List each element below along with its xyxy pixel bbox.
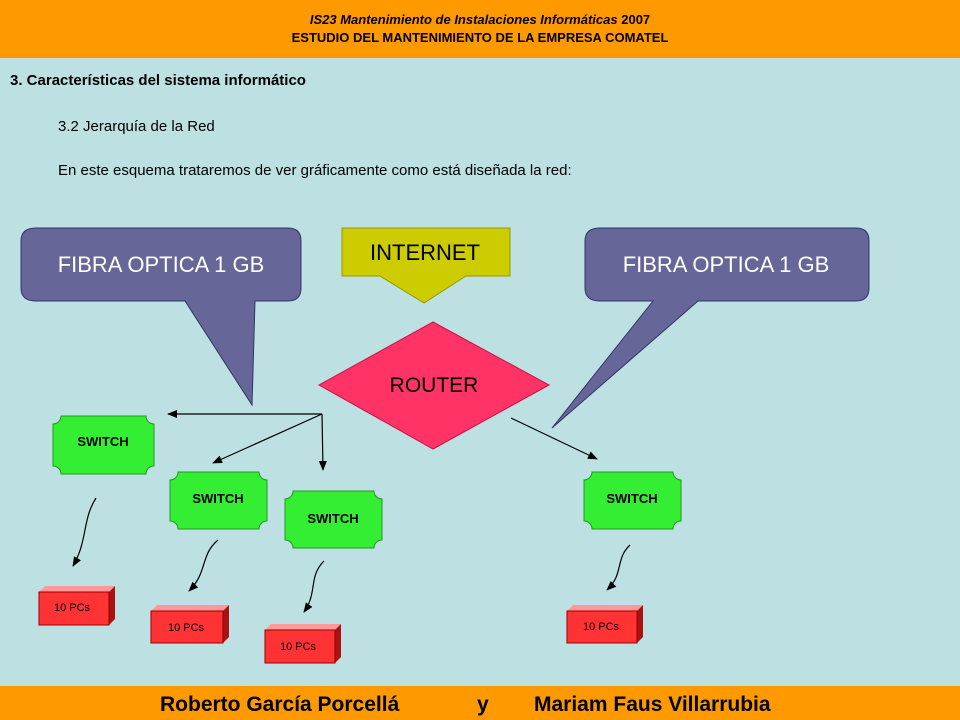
author-1: Roberto García Porcellá <box>160 693 400 716</box>
pc-group-2: 10 PCs <box>150 605 229 644</box>
footer-bar: Roberto García Porcellá y Mariam Faus Vi… <box>0 686 960 720</box>
link-pcs-3 <box>303 560 325 613</box>
header-bar: IS23 Mantenimiento de Instalaciones Info… <box>0 0 960 58</box>
pc-label: 10 PCs <box>54 602 91 614</box>
section-title: 3. Características del sistema informáti… <box>10 72 306 89</box>
pc-group-1: 10 PCs <box>38 586 115 626</box>
subsection-title: 3.2 Jerarquía de la Red <box>58 118 215 135</box>
author-conjunction: y <box>477 693 489 716</box>
link-pcs-1 <box>72 497 97 567</box>
switch-4: SWITCH <box>583 471 682 530</box>
course-name: IS23 Mantenimiento de Instalaciones Info… <box>309 12 618 27</box>
pc-group-3: 10 PCs <box>264 624 341 664</box>
fiber-label-left: FIBRA OPTICA 1 GB <box>58 252 265 277</box>
internet-node: INTERNET <box>341 227 511 304</box>
intro-text: En este esquema trataremos de ver gráfic… <box>58 162 572 179</box>
course-title: IS23 Mantenimiento de Instalaciones Info… <box>0 12 960 27</box>
link-switch-4 <box>510 417 598 460</box>
pc-group-4: 10 PCs <box>566 605 643 644</box>
pc-label: 10 PCs <box>168 622 205 634</box>
course-year: 2007 <box>621 12 651 27</box>
link-pcs-4 <box>606 544 631 591</box>
switch-label: SWITCH <box>606 491 657 506</box>
pc-label: 10 PCs <box>280 641 317 653</box>
internet-label: INTERNET <box>370 240 480 265</box>
switch-label: SWITCH <box>307 511 358 526</box>
switch-pc-links <box>72 497 631 613</box>
fiber-callout-left: FIBRA OPTICA 1 GB <box>20 227 302 407</box>
router-node: ROUTER <box>317 321 551 450</box>
link-switch-3 <box>318 413 327 471</box>
switch-label: SWITCH <box>77 434 128 449</box>
router-links <box>167 410 598 471</box>
author-2: Mariam Faus Villarrubia <box>534 693 771 716</box>
fiber-callout-right: FIBRA OPTICA 1 GB <box>551 227 870 429</box>
router-label: ROUTER <box>390 374 479 397</box>
switch-1: SWITCH <box>52 415 155 475</box>
switch-2: SWITCH <box>169 471 268 530</box>
switch-label: SWITCH <box>192 491 243 506</box>
switch-3: SWITCH <box>284 490 383 549</box>
pc-label: 10 PCs <box>583 621 620 633</box>
study-title: ESTUDIO DEL MANTENIMIENTO DE LA EMPRESA … <box>291 30 669 45</box>
link-switch-2 <box>212 413 323 464</box>
link-pcs-2 <box>188 539 219 592</box>
fiber-label-right: FIBRA OPTICA 1 GB <box>623 252 830 277</box>
